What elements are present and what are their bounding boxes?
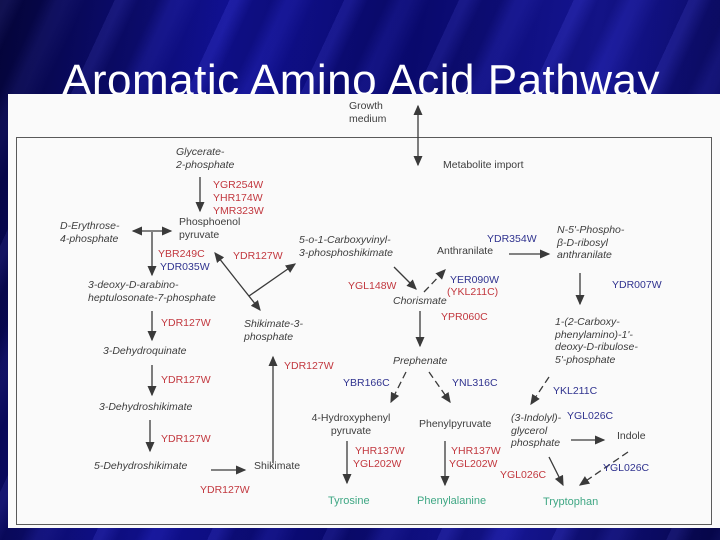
gene-yhr137w-1: YHR137W bbox=[355, 445, 405, 457]
gene-ynl316c: YNL316C bbox=[452, 377, 498, 389]
metabolite-phosphoenolpyruvate: Phosphoenol pyruvate bbox=[179, 216, 241, 241]
metabolite-anthranilate: Anthranilate bbox=[437, 245, 494, 257]
gene-ykl211c: YKL211C bbox=[553, 385, 598, 397]
metabolite-3-dehydroquinate: 3-Dehydroquinate bbox=[103, 345, 187, 357]
product-phenylalanine: Phenylalanine bbox=[417, 495, 487, 507]
metabolite-shikimate: Shikimate bbox=[254, 460, 301, 472]
gene-ydr354w: YDR354W bbox=[487, 233, 537, 245]
metabolite-3-dehydroshikimate: 3-Dehydroshikimate bbox=[99, 401, 193, 413]
metabolite-epsp: 5-o-1-Carboxyvinyl- 3-phosphoshikimate bbox=[299, 234, 393, 259]
gene-ydr007w: YDR007W bbox=[612, 279, 662, 291]
gene-enolase-cluster: YGR254W YHR174W YMR323W bbox=[213, 179, 264, 217]
gene-yhr137w-2: YHR137W bbox=[451, 445, 501, 457]
gene-ygl026c-blue-1: YGL026C bbox=[567, 410, 614, 422]
metabolite-chorismate: Chorismate bbox=[393, 295, 447, 307]
metabolite-d-erythrose-4-phosphate: D-Erythrose- 4-phosphate bbox=[60, 220, 120, 245]
gene-ydr127w-2: YDR127W bbox=[161, 374, 211, 386]
gene-ybr249c: YBR249C bbox=[158, 248, 205, 260]
product-tyrosine: Tyrosine bbox=[328, 495, 370, 507]
metabolite-5-dehydroshikimate: 5-Dehydroshikimate bbox=[94, 460, 188, 472]
gene-ydr127w-3: YDR127W bbox=[161, 433, 211, 445]
metabolite-glycerate-2-phosphate: Glycerate- 2-phosphate bbox=[176, 146, 235, 171]
gene-ygl202w-2: YGL202W bbox=[449, 458, 498, 470]
gene-ygl202w-1: YGL202W bbox=[353, 458, 402, 470]
metabolite-shikimate-3-phosphate: Shikimate-3- phosphate bbox=[244, 318, 303, 343]
metabolite-import-label: Metabolite import bbox=[443, 159, 524, 171]
metabolite-phenylpyruvate: Phenylpyruvate bbox=[419, 418, 492, 430]
metabolite-indole: Indole bbox=[617, 430, 646, 442]
gene-ybr166c: YBR166C bbox=[343, 377, 390, 389]
gene-ypr060c: YPR060C bbox=[441, 311, 488, 323]
product-tryptophan: Tryptophan bbox=[543, 496, 599, 508]
growth-medium-label: Growth medium bbox=[349, 100, 387, 125]
cell-boundary-rect bbox=[16, 137, 712, 525]
gene-ydr127w-1: YDR127W bbox=[161, 317, 211, 329]
metabolite-indolyl-glycerol-phosphate: (3-Indolyl)- glycerol phosphate bbox=[511, 412, 562, 449]
gene-yer090w: YER090W bbox=[450, 274, 500, 286]
gene-ydr127w-5: YDR127W bbox=[233, 250, 283, 262]
metabolite-4-hydroxyphenylpyruvate: 4-Hydroxyphenyl pyruvate bbox=[311, 412, 391, 437]
metabolite-dahp: 3-deoxy-D-arabino- heptulosonate-7-phosp… bbox=[88, 279, 216, 304]
metabolite-n5-phospho-ribosyl-anthranilate: N-5'-Phospho- β-D-ribosyl anthranilate bbox=[557, 224, 625, 261]
gene-ydr127w-4: YDR127W bbox=[200, 484, 250, 496]
metabolite-prephenate: Prephenate bbox=[393, 355, 448, 367]
gene-ydr035w: YDR035W bbox=[160, 261, 210, 273]
gene-ydr127w-6: YDR127W bbox=[284, 360, 334, 372]
gene-ygl026c-blue-2: YGL026C bbox=[603, 462, 650, 474]
metabolite-cdrp: 1-(2-Carboxy- phenylamino)-1'- deoxy-D-r… bbox=[555, 316, 638, 366]
gene-ygl148w: YGL148W bbox=[348, 280, 397, 292]
gene-ygl026c-red: YGL026C bbox=[500, 469, 547, 481]
gene-ykl211c-paren: (YKL211C) bbox=[447, 286, 499, 298]
